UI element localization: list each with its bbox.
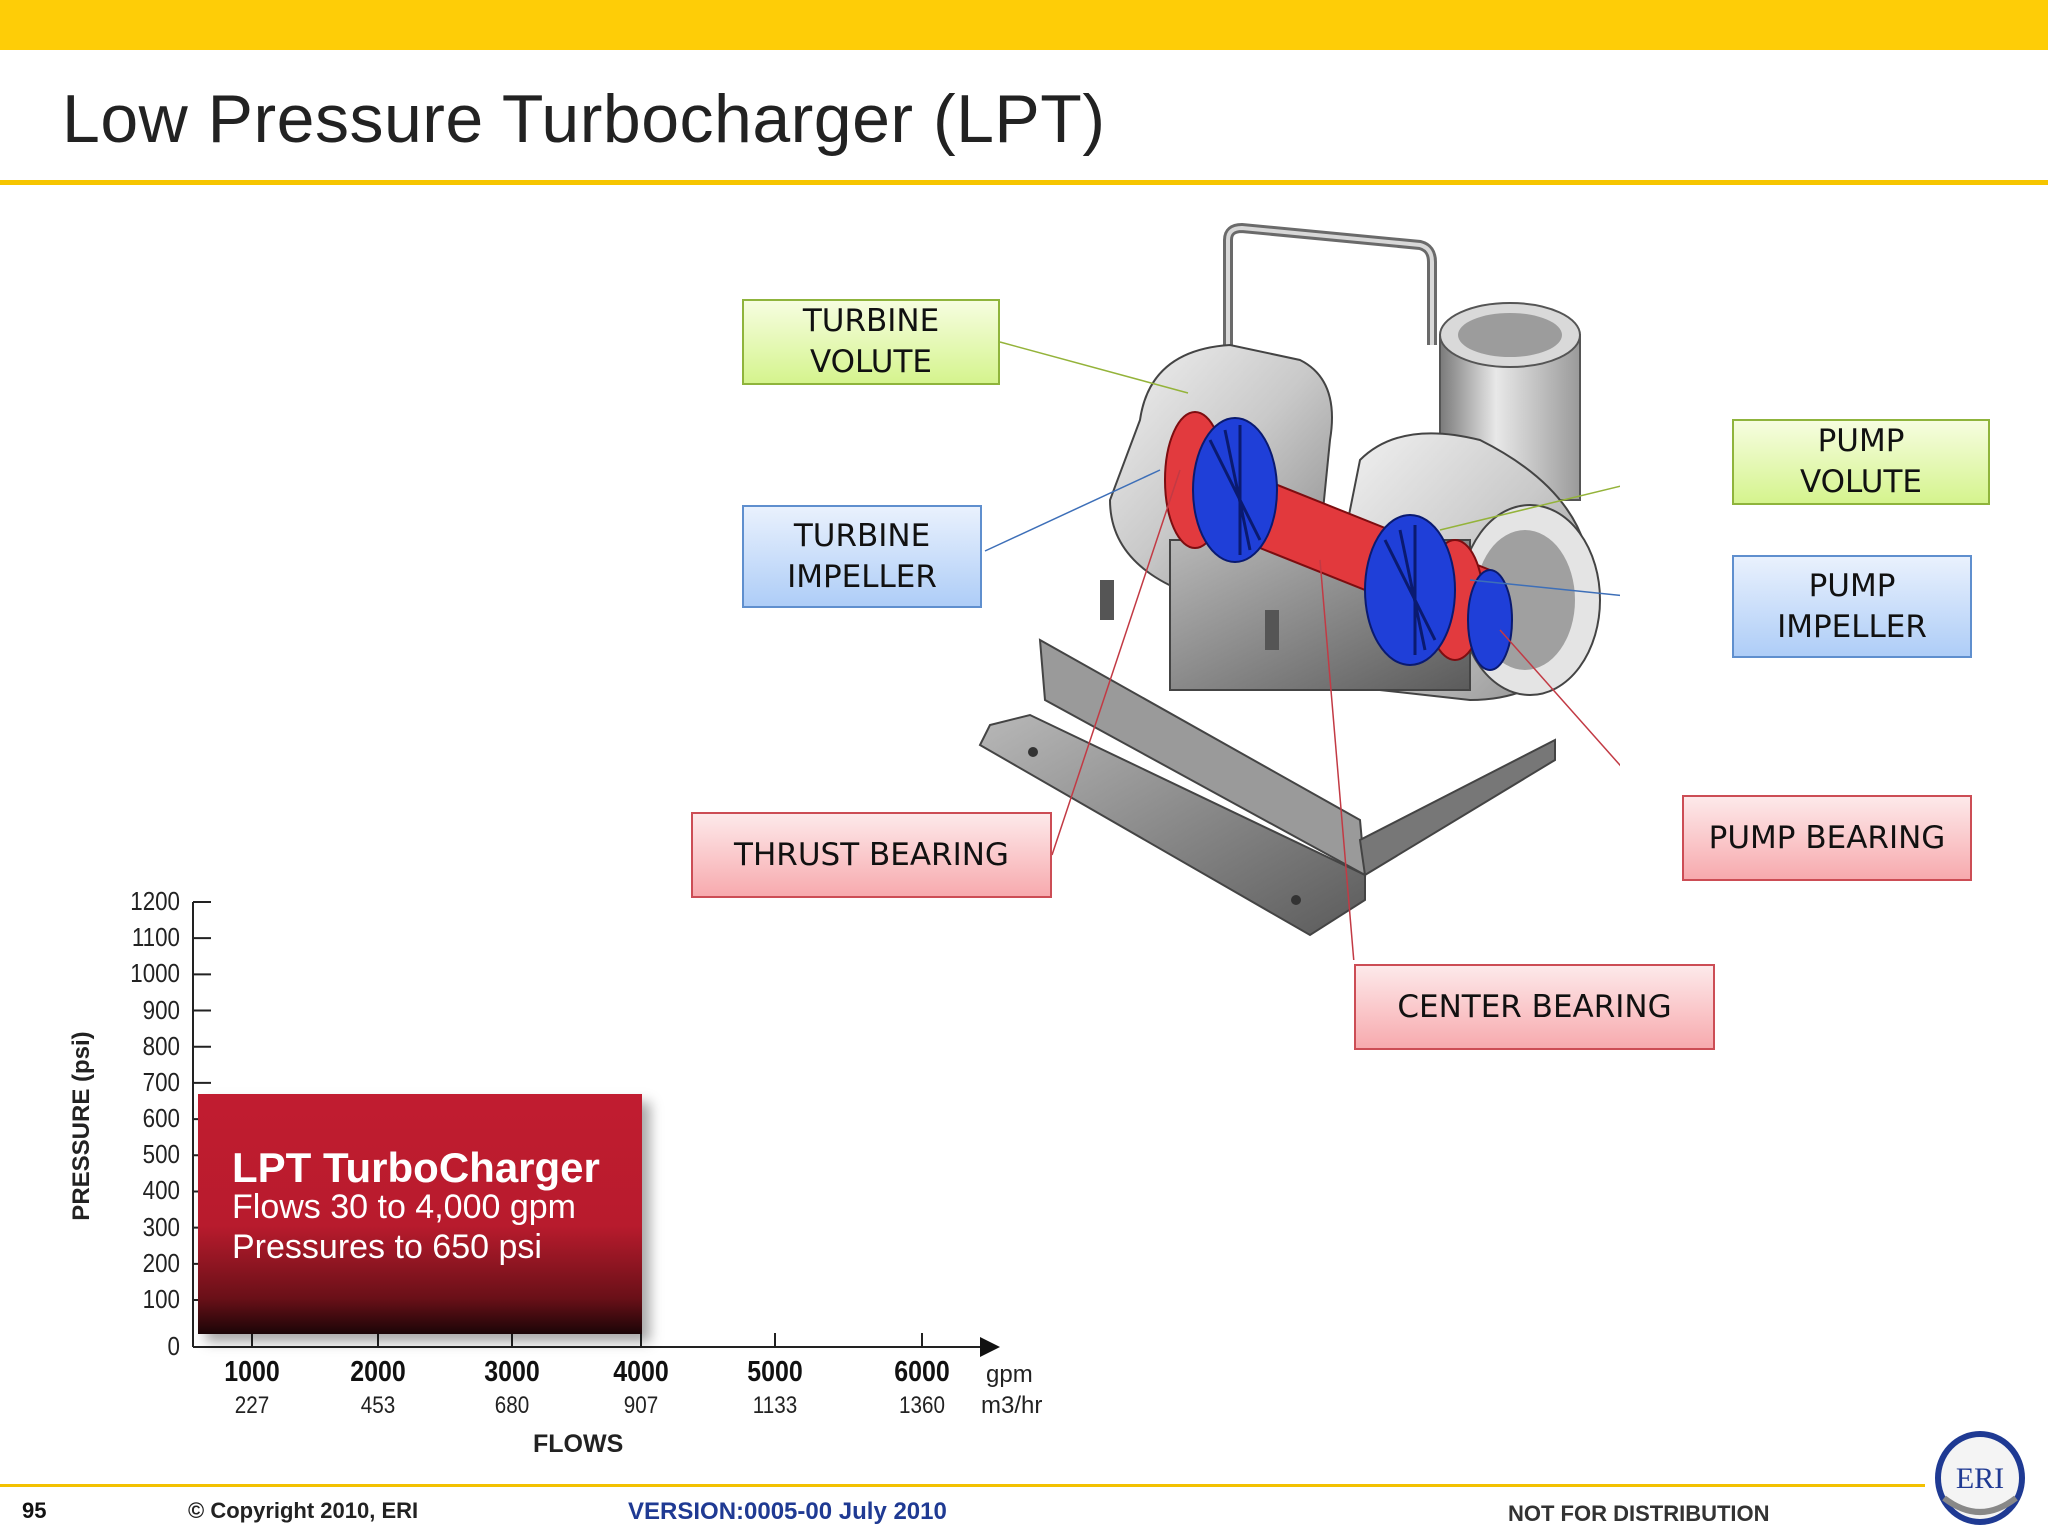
x-axis-label: FLOWS	[533, 1430, 624, 1458]
region-pressure-text: Pressures to 650 psi	[232, 1228, 542, 1266]
lpt-operating-region: LPT TurboCharger Flows 30 to 4,000 gpm P…	[198, 1094, 642, 1334]
distribution-notice: NOT FOR DISTRIBUTION	[1508, 1501, 1770, 1526]
x-tick-label-m3hr: 680	[494, 1392, 530, 1419]
x-tick-label-gpm: 4000	[613, 1356, 669, 1388]
region-flows-text: Flows 30 to 4,000 gpm	[232, 1188, 576, 1226]
y-tick-label: 300	[142, 1211, 180, 1242]
eri-logo-text: ERI	[1956, 1462, 2004, 1495]
thrust-bearing-callout: THRUST BEARING	[691, 812, 1052, 898]
y-tick-label: 1100	[131, 922, 180, 953]
pump-impeller-callout: PUMP IMPELLER	[1732, 555, 1972, 658]
center-bearing-callout: CENTER BEARING	[1354, 964, 1715, 1050]
x-tick-label-gpm: 2000	[350, 1356, 406, 1388]
y-tick-label: 500	[142, 1139, 180, 1170]
version-text: VERSION:0005-00 July 2010	[628, 1498, 947, 1525]
title-divider	[0, 180, 2048, 185]
x-tick-label-m3hr: 453	[360, 1392, 396, 1419]
y-tick-label: 0	[167, 1331, 180, 1361]
copyright-text: © Copyright 2010, ERI	[188, 1498, 419, 1523]
page-title: Low Pressure Turbocharger (LPT)	[62, 81, 1106, 157]
y-tick-label: 200	[142, 1247, 180, 1278]
eri-logo: ERI	[1935, 1431, 2025, 1525]
turbine-volute-callout: TURBINE VOLUTE	[742, 299, 1000, 385]
x-axis-arrow	[980, 1337, 1000, 1357]
footer-divider	[0, 1484, 1925, 1487]
y-tick-label: 400	[142, 1175, 180, 1206]
pump-bearing-callout: PUMP BEARING	[1682, 795, 1972, 881]
x-tick-label-m3hr: 907	[623, 1392, 659, 1419]
turbine-impeller-callout: TURBINE IMPELLER	[742, 505, 982, 608]
y-axis-label: PRESSURE (psi)	[68, 1031, 95, 1221]
region-title: LPT TurboCharger	[232, 1144, 600, 1191]
y-tick-label: 1200	[130, 886, 180, 916]
y-tick-label: 700	[142, 1066, 180, 1097]
y-tick-label: 900	[142, 994, 180, 1025]
x-tick-label-gpm: 3000	[484, 1356, 540, 1388]
y-tick-label: 100	[142, 1284, 180, 1314]
y-tick-label: 800	[142, 1030, 180, 1061]
x-tick-label-m3hr: 1360	[899, 1392, 945, 1419]
y-tick-label: 1000	[130, 958, 180, 989]
x-tick-label-gpm: 1000	[224, 1356, 280, 1388]
x-unit-m3hr: m3/hr	[981, 1392, 1043, 1419]
y-tick-label: 600	[142, 1103, 180, 1134]
x-tick-label-m3hr: 1133	[752, 1392, 798, 1419]
turbocharger-cutaway-illustration	[978, 222, 1620, 960]
x-unit-gpm: gpm	[986, 1361, 1033, 1388]
top-accent-band	[0, 0, 2048, 50]
x-tick-label-gpm: 6000	[894, 1356, 950, 1388]
x-tick-label-m3hr: 227	[234, 1392, 270, 1419]
pump-volute-callout: PUMP VOLUTE	[1732, 419, 1990, 505]
page-number: 95	[22, 1498, 47, 1523]
x-tick-label-gpm: 5000	[747, 1356, 803, 1388]
